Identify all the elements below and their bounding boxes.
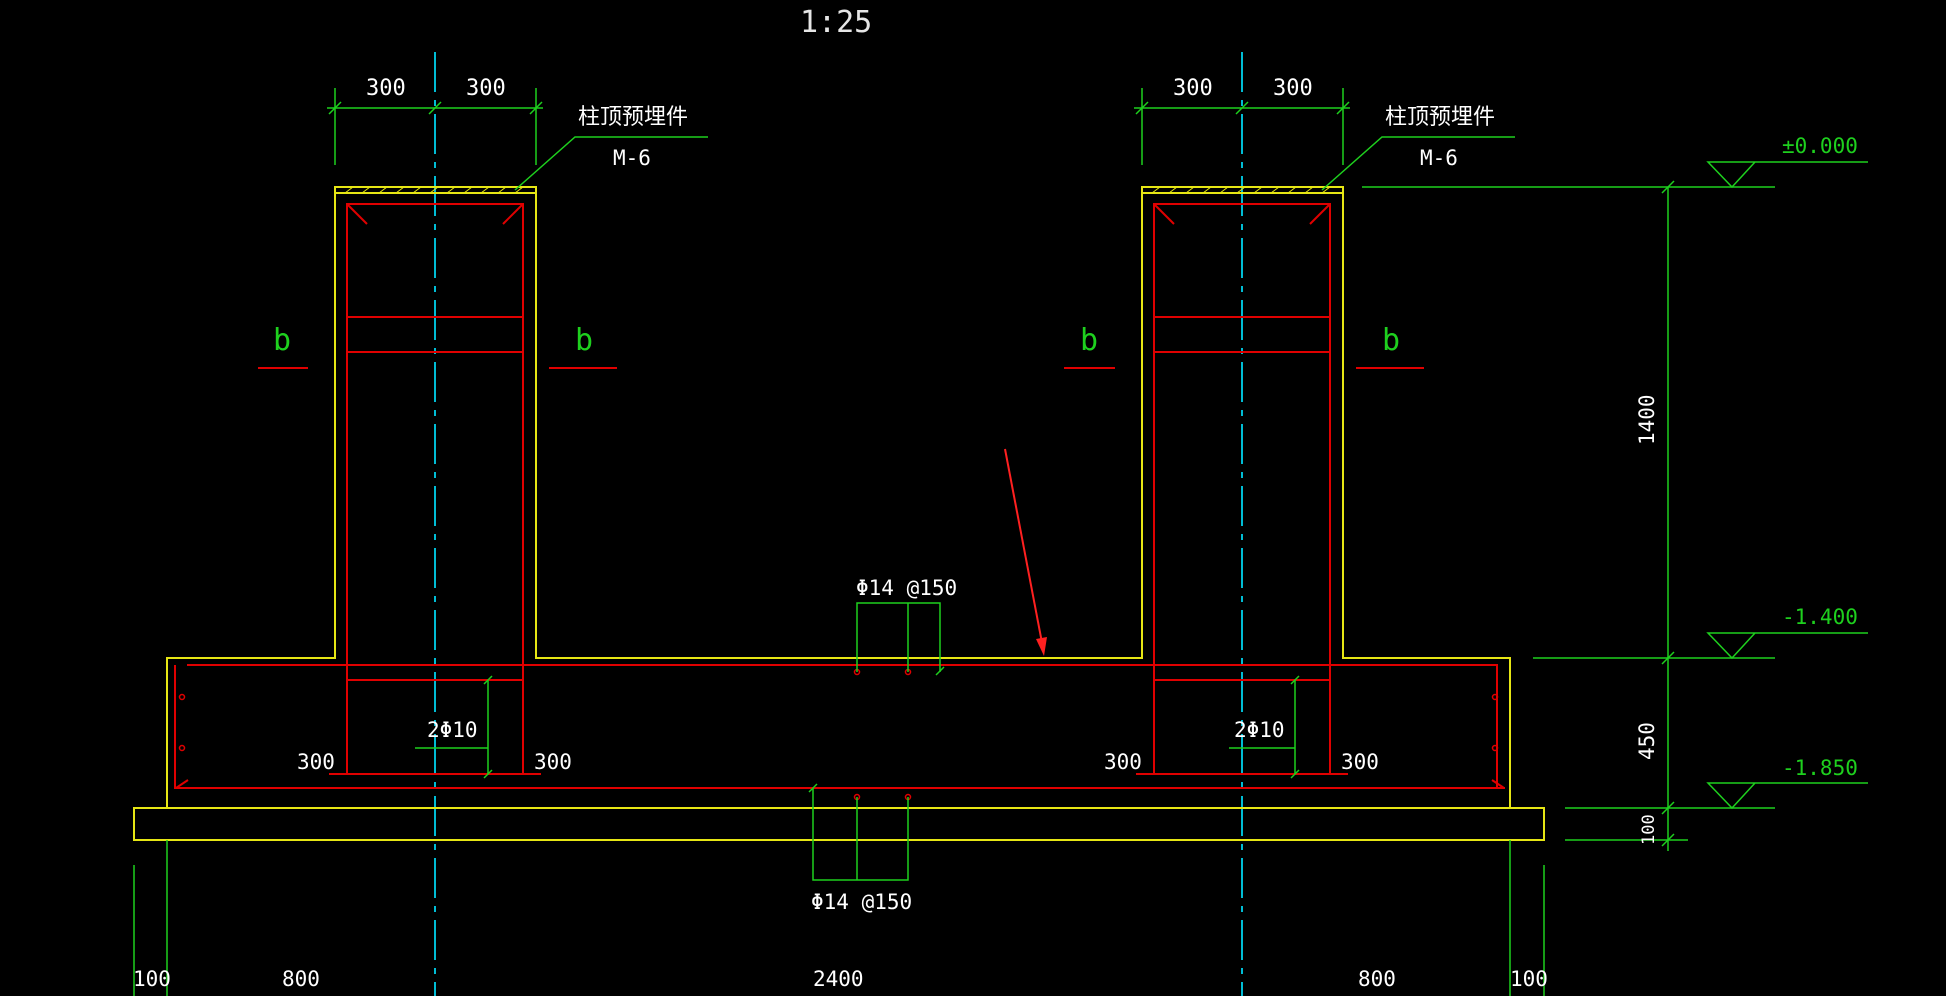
bottom-dim-2: 800: [282, 967, 320, 991]
right-stirrup-ticks: [1290, 675, 1300, 779]
left-pier-hooks: [346, 203, 524, 225]
dimension-lines: [133, 88, 1868, 996]
centerlines: [434, 52, 1243, 996]
elevation-mid-label: -1.400: [1782, 605, 1858, 629]
left-pier-dim-left: 300: [366, 76, 406, 101]
top-rebar-leader: [856, 602, 941, 672]
drawing-labels: 300 300 柱顶预埋件 M-6 b b 2Φ10 300 300 300 3…: [133, 76, 1858, 991]
rebar-dot: [178, 744, 186, 752]
rebar-dot: [178, 693, 186, 701]
right-section-mark-a: b: [1080, 323, 1098, 358]
concrete-outline: [133, 186, 1545, 841]
bottom-dim-5: 100: [1510, 967, 1548, 991]
annotation-arrow-head: [1036, 637, 1047, 656]
right-vertical-dim-ticks: [1661, 180, 1675, 847]
left-stirrup-leader: [415, 680, 489, 774]
right-embed-code: M-6: [1420, 146, 1458, 170]
cushion-layer-outline: [133, 807, 1545, 841]
right-pier-side-right: 300: [1341, 750, 1379, 774]
cushion-height-dim: 100: [1639, 814, 1659, 845]
left-embed-code: M-6: [613, 146, 651, 170]
left-section-mark-a: b: [273, 323, 291, 358]
right-pier-side-left: 300: [1104, 750, 1142, 774]
right-top-dim-ticks: [1135, 101, 1350, 115]
left-pier-dim-right: 300: [466, 76, 506, 101]
scale-label: 1:25: [800, 5, 872, 40]
right-embed-label: 柱顶预埋件: [1385, 105, 1495, 130]
bottom-rebar-leader: [812, 788, 909, 881]
left-stirrup-ticks: [483, 675, 493, 779]
right-embed-hatch: [1151, 186, 1331, 194]
embed-plate-hatch: [344, 186, 1331, 194]
elevation-marker-top: [1706, 161, 1868, 189]
annotation-arrow: [1004, 448, 1047, 656]
left-embed-hatch: [344, 186, 524, 194]
elevation-marker-bottom: [1706, 782, 1868, 810]
elevation-top-label: ±0.000: [1782, 134, 1858, 158]
footing-height-dim: 450: [1635, 722, 1659, 760]
right-stirrup-leader: [1229, 680, 1296, 774]
right-section-mark-b: b: [1382, 323, 1400, 358]
bottom-dim-1: 100: [133, 967, 171, 991]
footing-bottom-bar: [174, 665, 1505, 789]
right-stirrup-label: 2Φ10: [1234, 718, 1285, 742]
rebar-dots: [178, 668, 1499, 801]
left-section-mark-b: b: [575, 323, 593, 358]
left-pier-side-left: 300: [297, 750, 335, 774]
rebar-lines: [174, 203, 1505, 789]
right-pier-hooks: [1153, 203, 1331, 225]
left-embed-leader: [514, 136, 708, 191]
footing-top-bar: [187, 664, 1498, 788]
right-embed-leader: [1321, 136, 1515, 191]
bottom-rebar-leader-tick: [808, 783, 818, 793]
left-pier-side-right: 300: [534, 750, 572, 774]
elevation-marker-mid: [1706, 632, 1868, 660]
right-pier-dim-left: 300: [1173, 76, 1213, 101]
rebar-dot: [1491, 744, 1499, 752]
rebar-dot: [1491, 693, 1499, 701]
left-top-dim-ticks: [328, 101, 543, 115]
right-pier-dim-right: 300: [1273, 76, 1313, 101]
left-embed-label: 柱顶预埋件: [578, 105, 688, 130]
elevation-bottom-label: -1.850: [1782, 756, 1858, 780]
top-rebar-label: Φ14 @150: [856, 576, 957, 600]
pier-and-footing-outline: [166, 186, 1511, 809]
top-rebar-leader-tick: [935, 666, 945, 676]
bottom-dim-4: 800: [1358, 967, 1396, 991]
pier-height-dim: 1400: [1635, 394, 1659, 445]
annotation-arrow-shaft: [1004, 448, 1044, 649]
footing-bar-hooks: [175, 779, 1505, 789]
bottom-rebar-label: Φ14 @150: [811, 890, 912, 914]
left-stirrup-label: 2Φ10: [427, 718, 478, 742]
bottom-dim-3: 2400: [813, 967, 864, 991]
